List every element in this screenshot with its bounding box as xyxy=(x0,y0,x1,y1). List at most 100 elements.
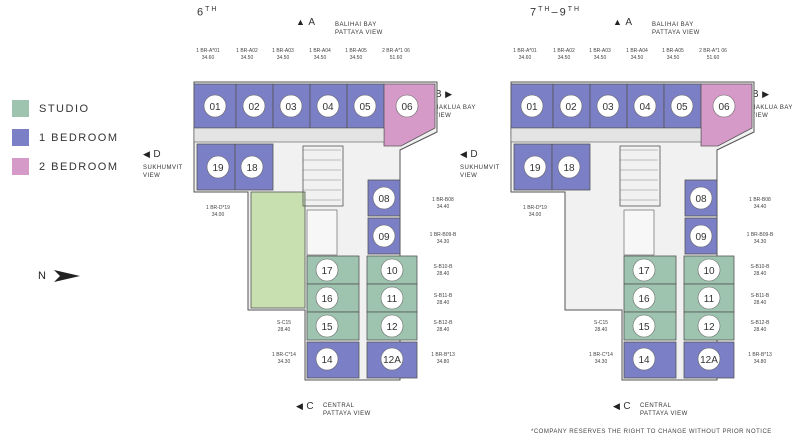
unit-number-badge: 12A xyxy=(380,347,404,371)
unit-number-badge: 05 xyxy=(670,94,694,118)
view-d-arrow-icon: ◀ xyxy=(143,149,154,159)
view-a-label: ▲ A xyxy=(613,18,633,28)
unit-number-badge: 10 xyxy=(697,258,721,282)
unit-number: 12 xyxy=(703,322,715,333)
unit-number-badge: 17 xyxy=(315,258,339,282)
disclaimer-notice: *COMPANY RESERVES THE RIGHT TO CHANGE WI… xyxy=(531,429,772,435)
unit-number: 04 xyxy=(322,102,334,113)
unit-number-badge: 01 xyxy=(520,94,544,118)
unit-number-badge: 09 xyxy=(689,224,713,248)
unit-type: 1 BR-A05 xyxy=(662,48,684,54)
unit-size: 34.60 xyxy=(518,55,532,61)
unit-number: 14 xyxy=(321,355,333,366)
view-c-line2: PATTAYA VIEW xyxy=(323,411,371,417)
unit-type: 1 BR-A05 xyxy=(345,48,367,54)
unit-number: 15 xyxy=(321,322,333,333)
unit-number-badge: 02 xyxy=(559,94,583,118)
view-a-letter: A xyxy=(308,17,316,28)
view-a-line1: BALIHAI BAY xyxy=(335,22,377,28)
unit-type: 2 BR-A*1 06 xyxy=(382,48,410,54)
unit-number: 19 xyxy=(529,163,541,174)
unit-number: 17 xyxy=(321,266,333,277)
unit-type: 1 BR-A03 xyxy=(589,48,611,54)
floor-title-suffix: TH xyxy=(205,6,219,13)
unit-number: 08 xyxy=(378,194,390,205)
unit-number-badge: 19 xyxy=(206,155,230,179)
unit-type: S-B11-B xyxy=(433,293,453,299)
floor-title-number: 7 xyxy=(530,6,539,19)
unit-01 xyxy=(193,83,237,129)
view-d-label: ◀ D xyxy=(143,150,161,160)
view-b-line1: NAKLUA BAY xyxy=(434,105,476,111)
unit-number: 16 xyxy=(321,294,333,305)
unit-type: 1 BR-D*19 xyxy=(523,205,547,211)
view-a-letter: A xyxy=(625,17,633,28)
unit-size: 51.60 xyxy=(389,55,403,61)
unit-size: 34.50 xyxy=(276,55,290,61)
unit-size: 28.40 xyxy=(753,327,767,333)
unit-number: 12 xyxy=(386,322,398,333)
unit-type: 1 BR-A*01 xyxy=(196,48,220,54)
unit-type: 1 BR-B08 xyxy=(432,197,454,203)
unit-number: 18 xyxy=(563,163,575,174)
legend-studio: STUDIO xyxy=(12,100,90,117)
unit-number: 10 xyxy=(703,266,715,277)
view-b-arrow-icon: ▶ xyxy=(759,89,770,99)
view-c-letter: C xyxy=(623,401,632,412)
unit-number: 11 xyxy=(704,294,715,305)
unit-number: 12A xyxy=(383,355,401,366)
unit-type: 1 BR-D*19 xyxy=(206,205,230,211)
unit-size: 34.30 xyxy=(594,359,608,365)
unit-type: 1 BR-B*13 xyxy=(748,352,772,358)
unit-size: 34.30 xyxy=(753,239,767,245)
unit-size: 28.40 xyxy=(436,327,450,333)
unit-number-badge: 02 xyxy=(242,94,266,118)
legend-studio-label: STUDIO xyxy=(39,102,90,115)
view-d-arrow-icon: ◀ xyxy=(460,149,471,159)
unit-type: S-C15 xyxy=(593,320,609,326)
unit-number-badge: 09 xyxy=(372,224,396,248)
unit-number-badge: 17 xyxy=(632,258,656,282)
unit-type: 1 BR-A02 xyxy=(553,48,575,54)
unit-number: 01 xyxy=(526,102,538,113)
view-b-arrow-icon: ▶ xyxy=(442,89,453,99)
unit-number-badge: 06 xyxy=(712,94,736,118)
view-c-letter: C xyxy=(306,401,315,412)
unit-number: 12A xyxy=(700,355,718,366)
unit-number-badge: 11 xyxy=(380,286,404,310)
view-d-letter: D xyxy=(153,149,162,160)
view-c-arrow-icon: ◀ xyxy=(296,401,307,411)
view-d-line1: SUKHUMVIT xyxy=(460,165,500,171)
unit-type: 1 BR-A04 xyxy=(309,48,331,54)
floor-title-suffix: TH xyxy=(538,6,552,13)
unit-type: 1 BR-C*14 xyxy=(272,352,296,358)
unit-type: 1 BR-B09-B xyxy=(429,232,457,238)
unit-number-badge: 18 xyxy=(557,155,581,179)
north-label: N xyxy=(38,270,46,282)
view-b-line1: NAKLUA BAY xyxy=(751,105,793,111)
north-indicator: N xyxy=(38,268,80,284)
unit-number-badge: 19 xyxy=(523,155,547,179)
floor-title-range: –9 xyxy=(551,6,568,19)
unit-type: 1 BR-A04 xyxy=(626,48,648,54)
unit-number-badge: 04 xyxy=(316,94,340,118)
one-bedroom-swatch xyxy=(12,129,29,146)
